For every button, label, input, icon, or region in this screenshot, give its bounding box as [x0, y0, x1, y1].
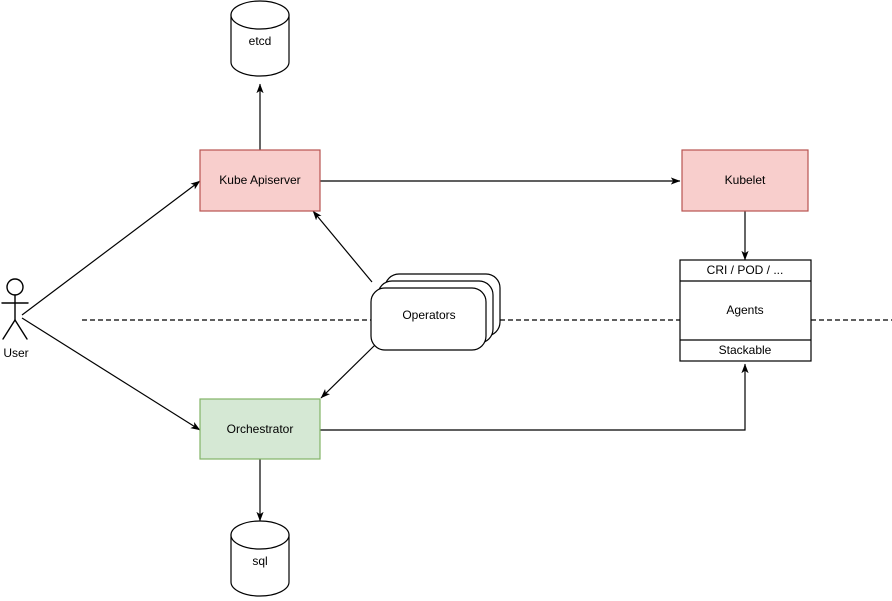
node-kube-apiserver[interactable]: Kube Apiserver: [199, 149, 321, 212]
node-user-label: User: [3, 346, 28, 360]
node-operators[interactable]: Operators: [370, 273, 501, 351]
node-operators-label: Operators: [402, 308, 455, 322]
node-agents[interactable]: CRI / POD / ... Agents Stackable: [679, 259, 812, 362]
node-sql[interactable]: sql: [230, 520, 290, 597]
node-agents-body-label: Agents: [726, 303, 763, 317]
node-etcd-label: etcd: [249, 34, 272, 48]
node-etcd[interactable]: etcd: [230, 0, 290, 77]
node-kubelet-label: Kubelet: [725, 173, 766, 187]
node-agents-header-label: CRI / POD / ...: [707, 263, 784, 277]
edge-user-to-orchestrator: [21, 317, 201, 431]
node-user[interactable]: User: [1, 278, 29, 360]
edge-operators-to-orchestrator: [320, 344, 376, 399]
node-kubelet[interactable]: Kubelet: [681, 149, 809, 212]
node-orchestrator-label: Orchestrator: [227, 422, 294, 436]
node-agents-footer-label: Stackable: [719, 343, 772, 357]
edge-orchestrator-to-stackable: [320, 363, 749, 431]
node-kube-apiserver-label: Kube Apiserver: [219, 173, 300, 187]
node-orchestrator[interactable]: Orchestrator: [199, 398, 321, 460]
node-sql-label: sql: [252, 554, 267, 568]
edge-operators-to-apiserver: [312, 210, 373, 283]
edge-user-to-apiserver: [21, 180, 201, 316]
edges-group: [21, 83, 749, 522]
